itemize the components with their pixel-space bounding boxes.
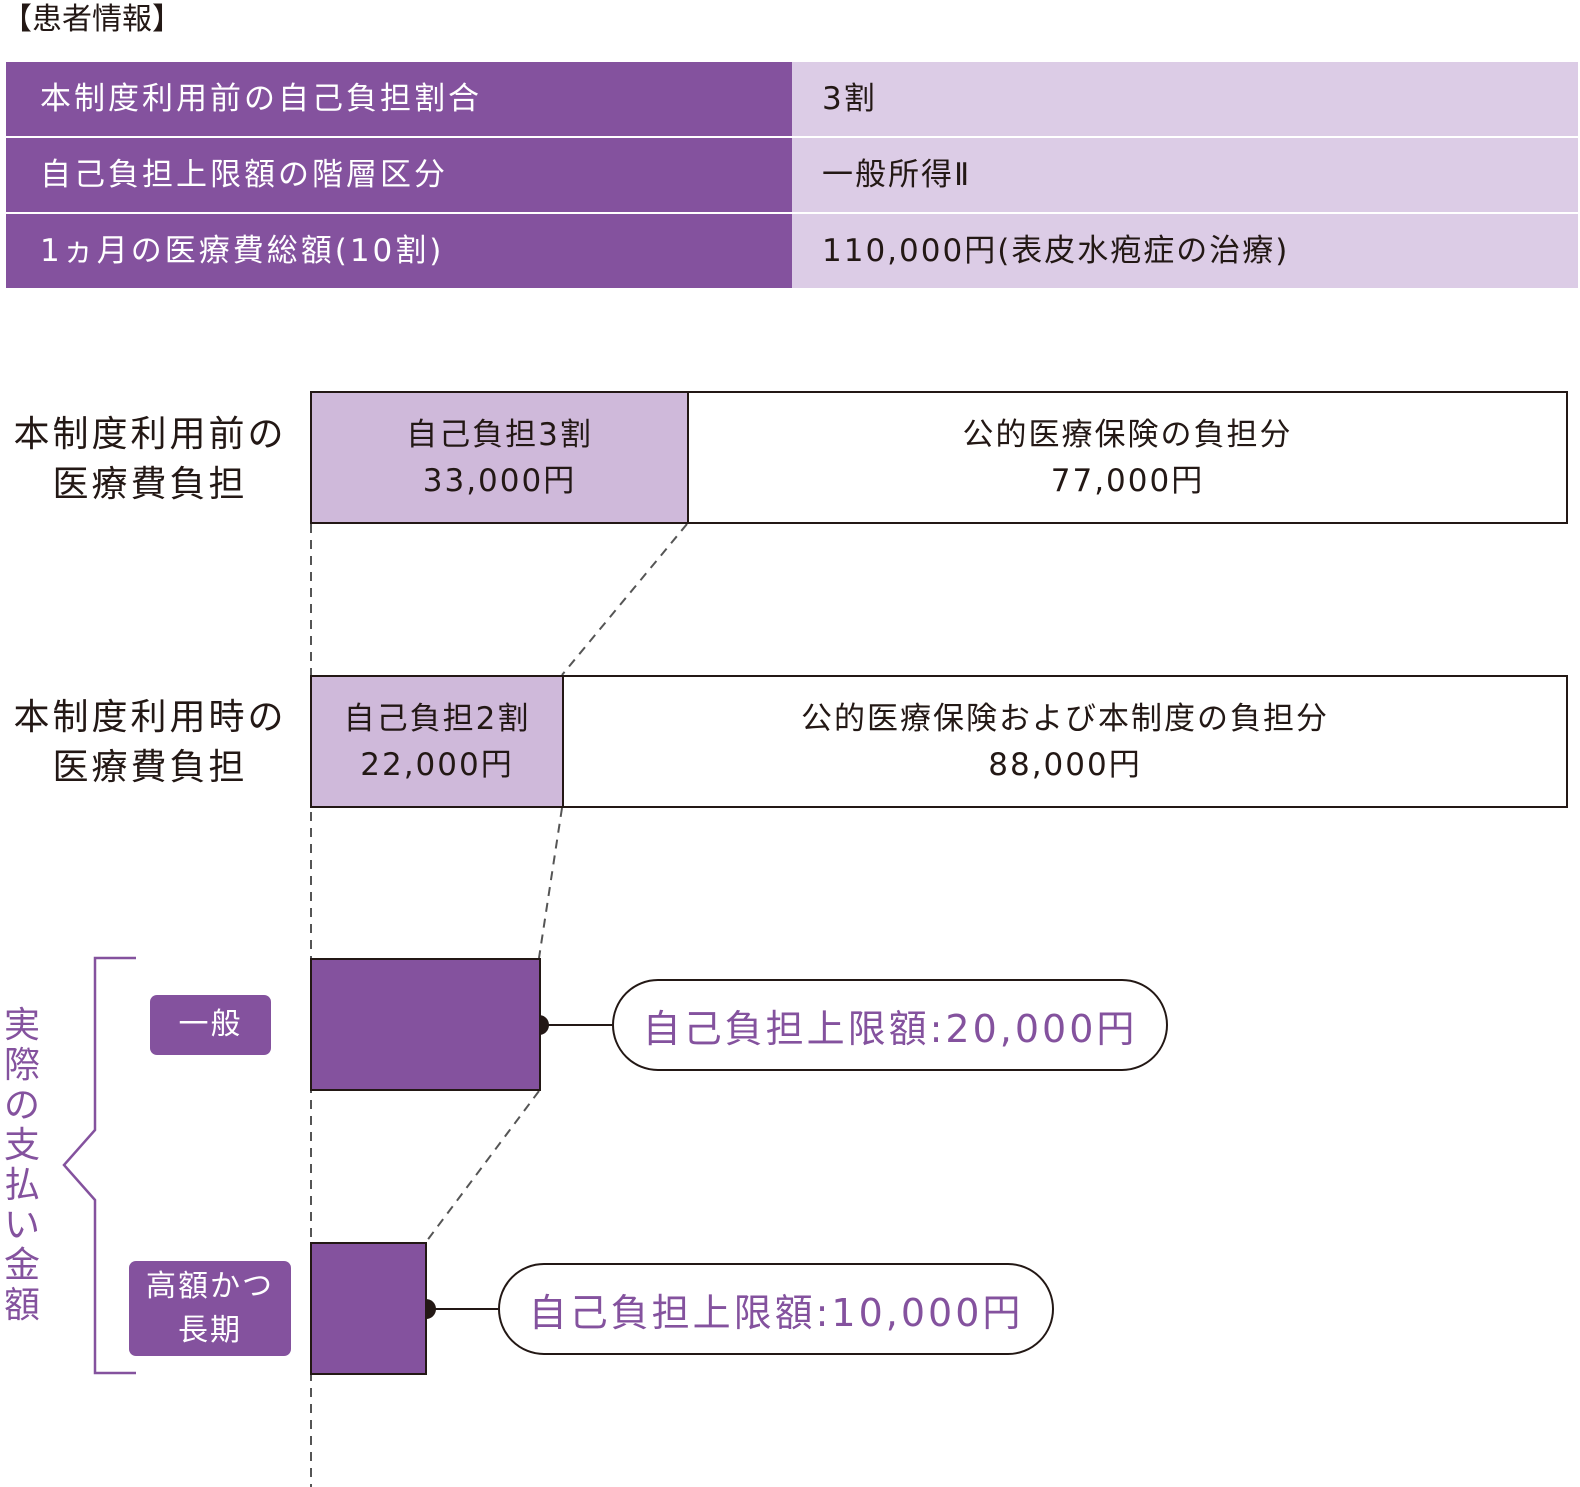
vertical-char: 金 xyxy=(3,1245,40,1286)
vertical-char: の xyxy=(3,1085,40,1126)
tag-label: 長期 xyxy=(178,1312,242,1348)
bar-title: 公的医療保険および本制度の負担分 xyxy=(801,700,1329,737)
label-line: 本制度利用時の xyxy=(13,697,287,738)
vertical-char: い xyxy=(3,1205,40,1246)
during-self-bar: 自己負担2割 22,000円 xyxy=(310,675,564,808)
vertical-char: 支 xyxy=(3,1125,40,1166)
limit-text: 自己負担上限額:10,000円 xyxy=(528,1290,1024,1335)
before-public-bar: 公的医療保険の負担分 77,000円 xyxy=(687,391,1568,524)
during-to-general-line xyxy=(538,807,563,959)
before-to-during-line xyxy=(561,523,688,676)
info-row: 自己負担上限額の階層区分 一般所得Ⅱ xyxy=(6,138,1578,212)
info-value: 110,000円(表皮水疱症の治療) xyxy=(792,214,1578,288)
general-tag: 一般 xyxy=(150,995,271,1055)
info-key: 1ヵ月の医療費総額(10割) xyxy=(6,214,792,288)
info-row: 本制度利用前の自己負担割合 3割 xyxy=(6,62,1578,136)
vertical-char: 際 xyxy=(3,1045,40,1086)
bar-amount: 77,000円 xyxy=(1050,462,1205,499)
general-payment-box xyxy=(310,958,541,1091)
bar-amount: 33,000円 xyxy=(422,462,577,499)
info-value: 一般所得Ⅱ xyxy=(792,138,1578,212)
during-public-bar: 公的医療保険および本制度の負担分 88,000円 xyxy=(562,675,1568,808)
before-self-bar: 自己負担3割 33,000円 xyxy=(310,391,689,524)
high-cost-payment-box xyxy=(310,1242,427,1375)
tag-label: 一般 xyxy=(178,1007,243,1042)
bar-title: 公的医療保険の負担分 xyxy=(962,416,1293,453)
info-key: 本制度利用前の自己負担割合 xyxy=(6,62,792,136)
actual-payment-vertical-label: 実 際 の 支 払 い 金 額 xyxy=(0,1006,44,1326)
info-row: 1ヵ月の医療費総額(10割) 110,000円(表皮水疱症の治療) xyxy=(6,214,1578,288)
high-cost-limit-pill: 自己負担上限額:10,000円 xyxy=(498,1263,1054,1355)
bar-title: 自己負担2割 xyxy=(343,700,531,737)
bar-amount: 88,000円 xyxy=(988,746,1142,783)
vertical-char: 額 xyxy=(3,1285,40,1326)
label-line: 医療費負担 xyxy=(52,747,248,788)
vertical-char: 払 xyxy=(3,1165,40,1206)
general-limit-pill: 自己負担上限額:20,000円 xyxy=(612,979,1168,1071)
label-line: 本制度利用前の xyxy=(13,414,287,455)
info-key: 自己負担上限額の階層区分 xyxy=(6,138,792,212)
high-cost-long-term-tag: 高額かつ 長期 xyxy=(129,1261,291,1356)
info-value: 3割 xyxy=(792,62,1578,136)
vertical-char: 実 xyxy=(3,1005,40,1046)
bar-title: 自己負担3割 xyxy=(406,416,593,453)
tag-label: 高額かつ xyxy=(146,1268,274,1304)
during-row-label: 本制度利用時の 医療費負担 xyxy=(0,693,300,793)
bar-amount: 22,000円 xyxy=(360,746,514,783)
general-to-high-line xyxy=(425,1090,540,1243)
label-line: 医療費負担 xyxy=(52,464,248,505)
section-title: 【患者情報】 xyxy=(2,2,182,37)
bracket xyxy=(62,956,136,1375)
limit-text: 自己負担上限額:20,000円 xyxy=(642,1006,1138,1051)
before-row-label: 本制度利用前の 医療費負担 xyxy=(0,410,300,510)
